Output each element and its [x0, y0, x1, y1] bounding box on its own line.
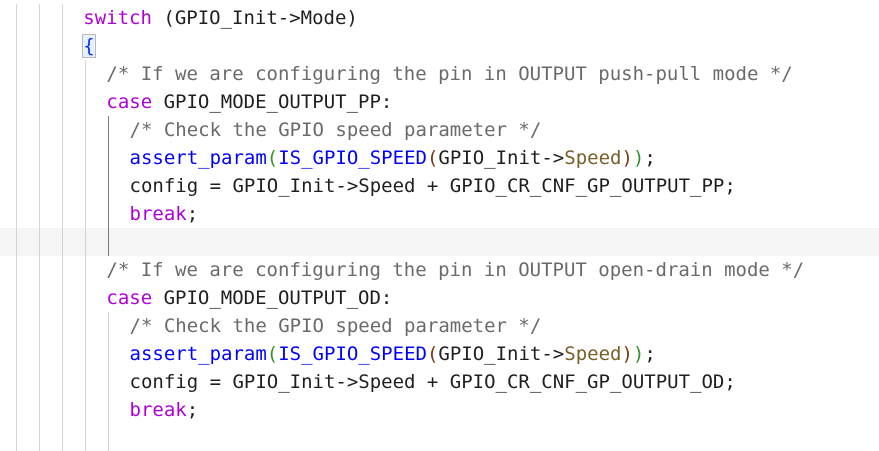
code-line-text: assert_param(IS_GPIO_SPEED(GPIO_Init->Sp… — [130, 144, 656, 172]
code-token: GPIO_MODE_OUTPUT_OD: — [152, 287, 393, 309]
code-token: assert_param — [129, 343, 267, 365]
code-line[interactable]: case GPIO_MODE_OUTPUT_OD: — [0, 284, 879, 312]
indent-guide — [62, 4, 63, 451]
code-token: /* If we are configuring the pin in OUTP… — [106, 259, 805, 281]
code-line[interactable]: break; — [0, 396, 879, 424]
code-token: Speed — [564, 343, 622, 365]
code-token: ) — [632, 147, 645, 169]
code-line[interactable]: assert_param(IS_GPIO_SPEED(GPIO_Init->Sp… — [0, 340, 879, 368]
code-line-text: /* Check the GPIO speed parameter */ — [130, 312, 542, 340]
code-token: /* Check the GPIO speed parameter */ — [129, 315, 542, 337]
code-line-text: config = GPIO_Init->Speed + GPIO_CR_CNF_… — [130, 172, 736, 200]
code-token: switch — [83, 7, 152, 29]
code-line-text: case GPIO_MODE_OUTPUT_PP: — [106, 88, 392, 116]
code-token: ) — [621, 147, 633, 169]
code-token: ) — [621, 343, 633, 365]
indent-guide — [108, 312, 109, 451]
code-line[interactable]: /* If we are configuring the pin in OUTP… — [0, 60, 879, 88]
code-token: Speed — [564, 147, 622, 169]
code-token: ; — [186, 203, 199, 225]
indent-guide — [108, 116, 109, 256]
code-line[interactable]: switch (GPIO_Init->Mode) — [0, 4, 879, 32]
code-token: ( — [266, 343, 279, 365]
code-line-text: /* If we are configuring the pin in OUTP… — [106, 60, 792, 88]
code-token: (GPIO_Init->Mode) — [151, 7, 358, 29]
code-line[interactable]: /* Check the GPIO speed parameter */ — [0, 312, 879, 340]
code-token: GPIO_Init-> — [438, 147, 565, 169]
code-token: ( — [426, 147, 439, 169]
code-line[interactable]: config = GPIO_Init->Speed + GPIO_CR_CNF_… — [0, 368, 879, 396]
code-line-text: switch (GPIO_Init->Mode) — [83, 4, 358, 32]
indent-guide — [16, 4, 17, 451]
code-token: config = GPIO_Init->Speed + GPIO_CR_CNF_… — [129, 371, 736, 393]
code-line[interactable]: assert_param(IS_GPIO_SPEED(GPIO_Init->Sp… — [0, 144, 879, 172]
code-token: config = GPIO_Init->Speed + GPIO_CR_CNF_… — [129, 175, 736, 197]
code-line-text: case GPIO_MODE_OUTPUT_OD: — [106, 284, 392, 312]
code-line[interactable]: /* Check the GPIO speed parameter */ — [0, 116, 879, 144]
code-token: GPIO_Init-> — [438, 343, 565, 365]
code-line-text: /* If we are configuring the pin in OUTP… — [106, 256, 804, 284]
code-token: /* Check the GPIO speed parameter */ — [129, 119, 542, 141]
indent-guide — [39, 4, 40, 451]
code-line[interactable]: case GPIO_MODE_OUTPUT_PP: — [0, 88, 879, 116]
code-token: case — [106, 287, 153, 309]
code-line[interactable] — [0, 424, 879, 451]
code-token: case — [106, 91, 153, 113]
code-token: ; — [644, 147, 656, 169]
code-token: ( — [266, 147, 279, 169]
code-token: IS_GPIO_SPEED — [278, 343, 427, 365]
code-token: ; — [186, 399, 199, 421]
code-token: ( — [426, 343, 439, 365]
code-token: ; — [644, 343, 656, 365]
code-token: GPIO_MODE_OUTPUT_PP: — [152, 91, 393, 113]
code-token: break — [129, 399, 187, 421]
code-line-current[interactable] — [0, 228, 879, 256]
code-token: assert_param — [129, 147, 267, 169]
code-line-text: /* Check the GPIO speed parameter */ — [130, 116, 542, 144]
code-token: break — [129, 203, 187, 225]
code-line-text: config = GPIO_Init->Speed + GPIO_CR_CNF_… — [130, 368, 736, 396]
code-line[interactable]: config = GPIO_Init->Speed + GPIO_CR_CNF_… — [0, 172, 879, 200]
code-token: IS_GPIO_SPEED — [278, 147, 427, 169]
code-line-text: break; — [130, 200, 199, 228]
code-line-text: { — [82, 32, 96, 60]
code-token: { — [82, 34, 96, 58]
code-line-text: break; — [130, 396, 199, 424]
code-line-text: assert_param(IS_GPIO_SPEED(GPIO_Init->Sp… — [130, 340, 656, 368]
code-line[interactable]: { — [0, 32, 879, 60]
code-token: ) — [632, 343, 645, 365]
code-token: /* If we are configuring the pin in OUTP… — [106, 63, 793, 85]
code-line[interactable]: break; — [0, 200, 879, 228]
code-line[interactable]: /* If we are configuring the pin in OUTP… — [0, 256, 879, 284]
indent-guide — [85, 60, 86, 451]
